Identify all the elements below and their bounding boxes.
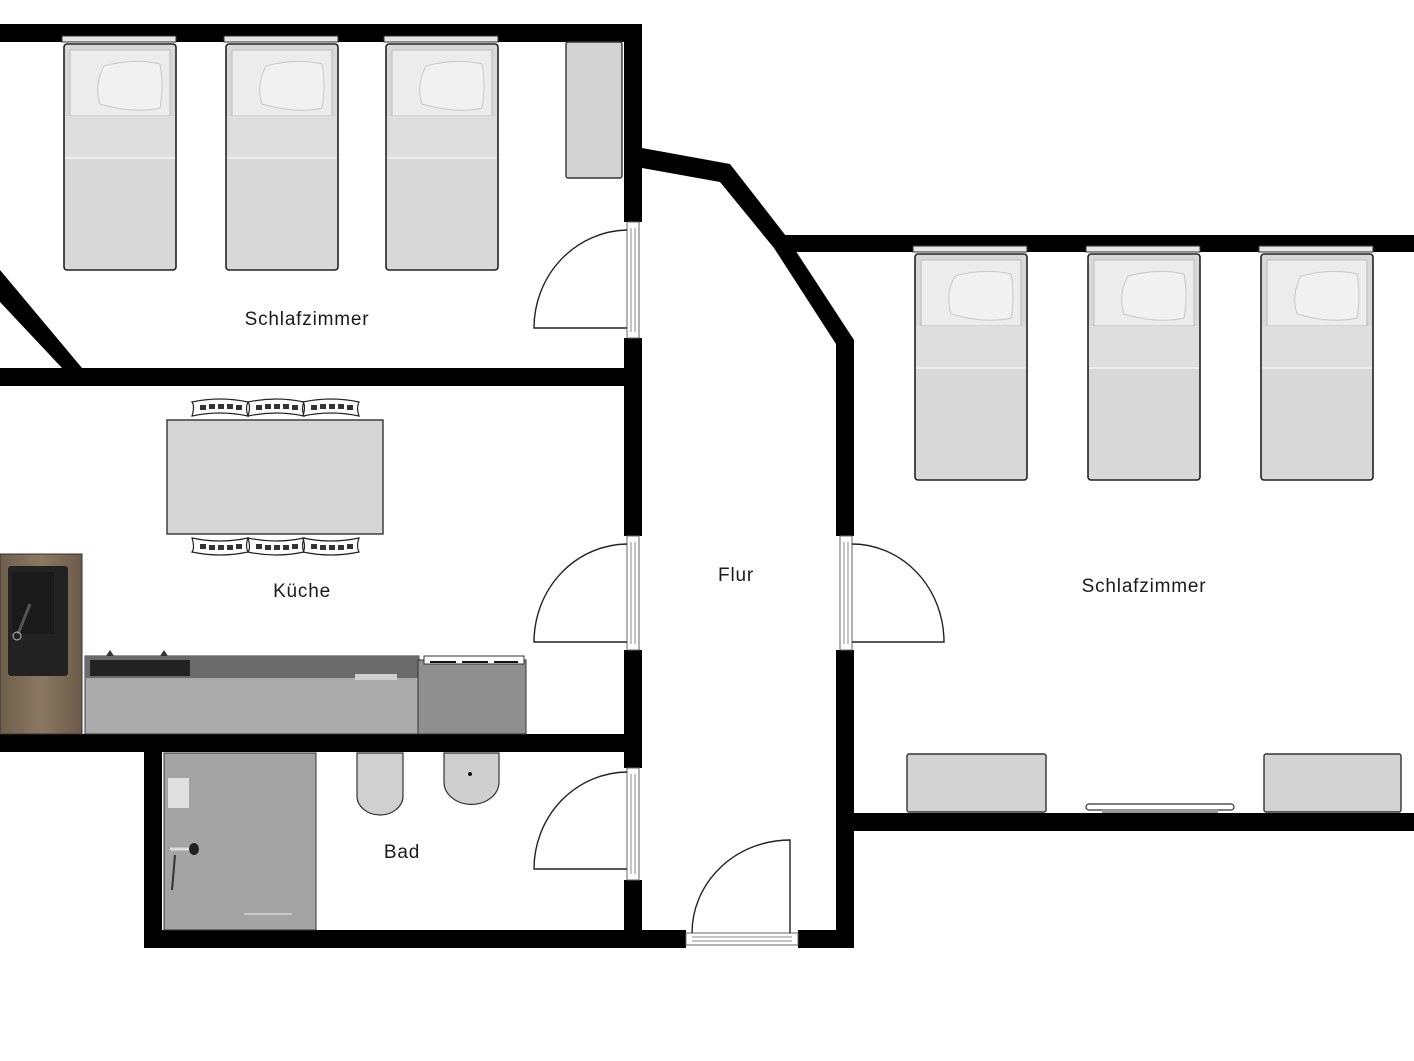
wall-bedroom1-kitchen <box>0 368 642 386</box>
door-bedroom-1[interactable] <box>533 221 640 339</box>
faucet-icon <box>12 631 22 641</box>
door-bedroom-2[interactable] <box>839 535 945 651</box>
chair <box>191 537 249 556</box>
wall-hall-left-3 <box>624 880 642 946</box>
bed <box>223 35 339 271</box>
wall-bottom-left <box>144 930 686 948</box>
chair <box>191 398 249 417</box>
wall-hall-angled <box>642 148 854 352</box>
cabinet <box>906 753 1047 813</box>
wardrobe <box>565 41 623 179</box>
wall-kitchen-bath <box>0 734 642 752</box>
room-label-kitchen: Küche <box>273 581 331 602</box>
walls <box>0 24 1414 948</box>
bed <box>383 35 499 271</box>
chair <box>302 537 360 556</box>
wall-hall-right-lower <box>836 650 854 948</box>
room-label-bedroom-2: Schlafzimmer <box>1081 576 1207 597</box>
wall-bath-left <box>144 734 162 948</box>
door-entrance[interactable] <box>685 839 799 946</box>
wall-hall-left-1 <box>624 338 642 536</box>
bedroom-2 <box>906 245 1402 813</box>
wall-hall-right-upper <box>836 340 854 536</box>
bed <box>912 245 1028 481</box>
shower <box>163 752 317 931</box>
room-label-bathroom: Bad <box>383 842 421 863</box>
chair <box>302 398 360 417</box>
washbasin <box>443 752 500 806</box>
toilet <box>356 752 404 816</box>
room-label-hallway: Flur <box>718 565 754 586</box>
door-bathroom[interactable] <box>533 767 640 881</box>
door-kitchen[interactable] <box>533 535 640 651</box>
doors <box>533 221 945 946</box>
chair <box>247 537 305 556</box>
bathroom <box>163 752 500 931</box>
kitchen <box>0 398 527 735</box>
cabinet <box>1263 753 1402 813</box>
bedroom-1 <box>61 35 623 271</box>
dining-table <box>166 419 384 535</box>
wall-bedroom1-right-upper <box>624 24 642 222</box>
wall-diagonal-left <box>0 270 82 368</box>
room-label-bedroom-1: Schlafzimmer <box>244 309 370 330</box>
bed <box>61 35 177 271</box>
chair <box>247 398 305 417</box>
wall-bedroom2-bottom <box>836 813 1414 831</box>
fridge <box>417 659 527 735</box>
bed <box>1258 245 1374 481</box>
cooktop <box>90 660 190 676</box>
bed <box>1085 245 1201 481</box>
